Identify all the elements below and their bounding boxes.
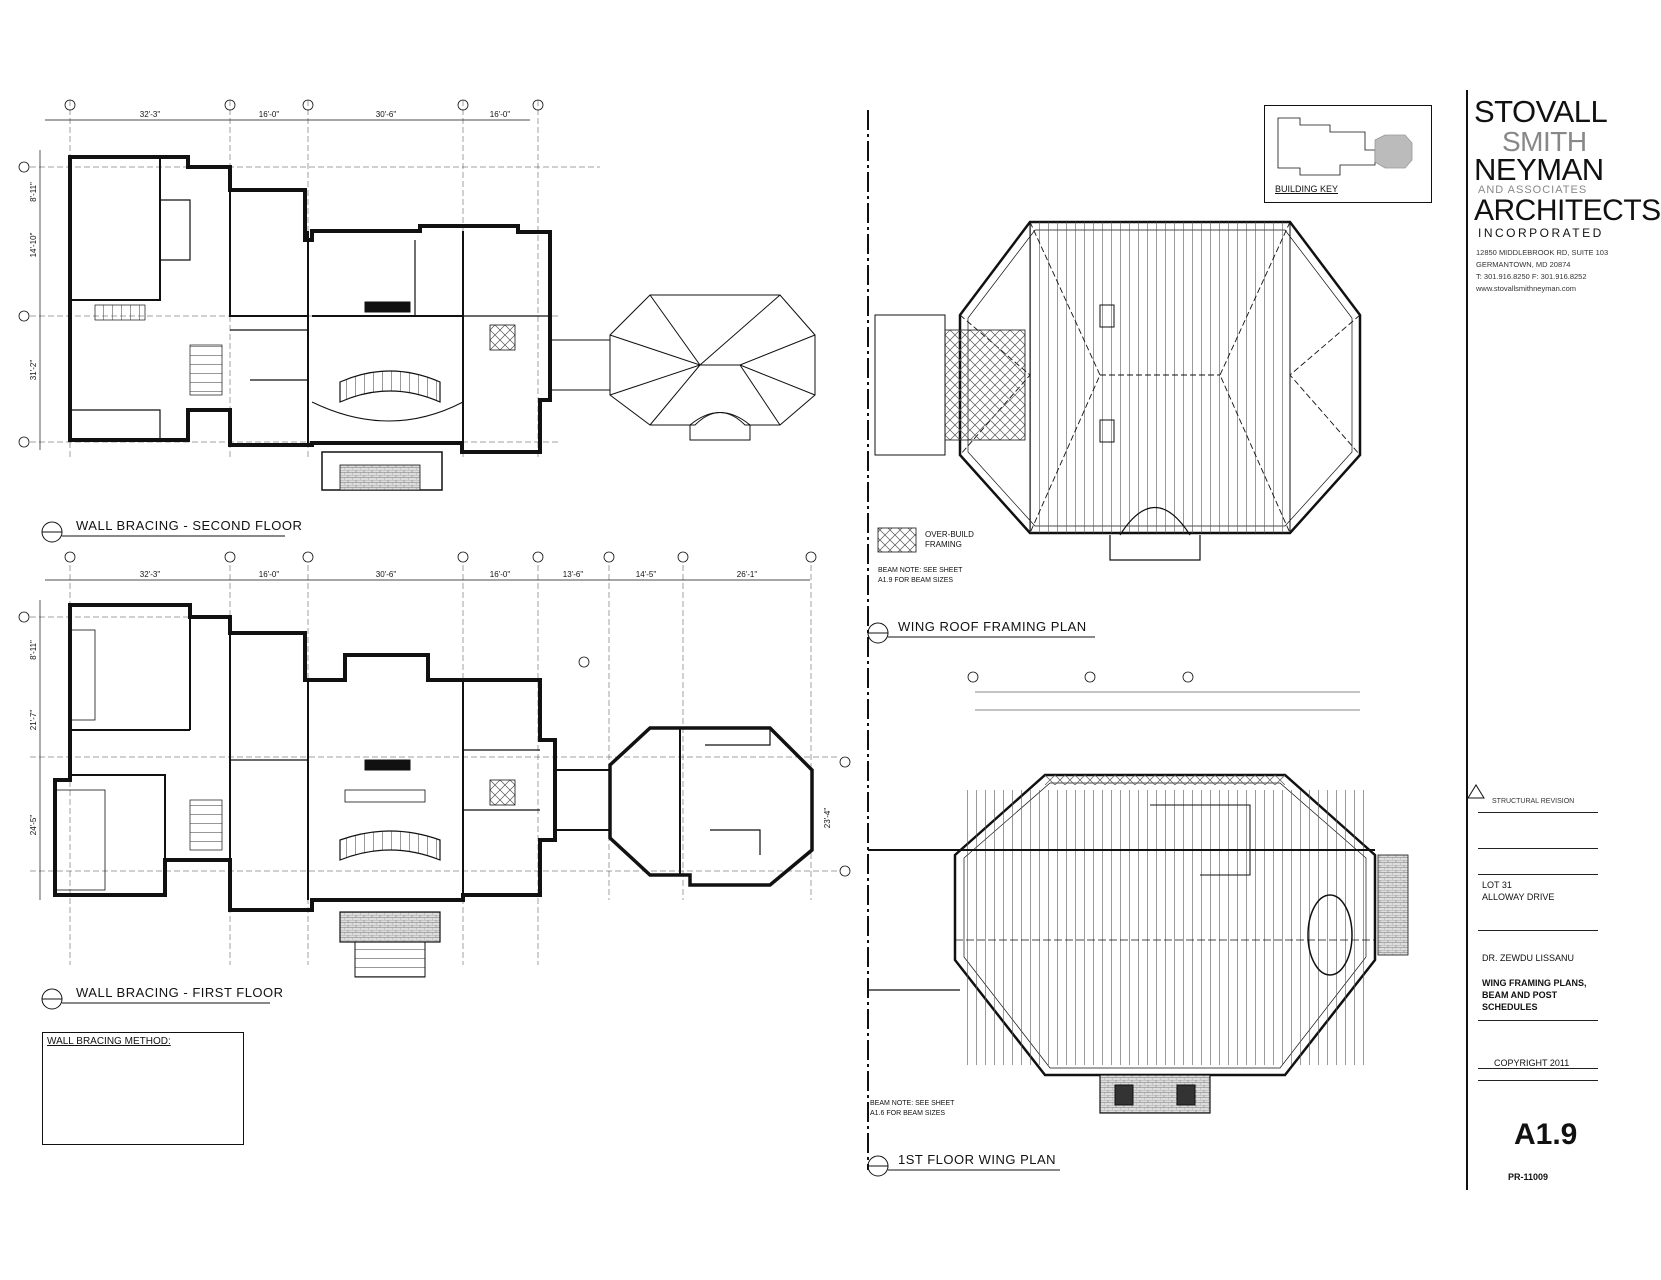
hatch-legend-label: OVER-BUILD <box>925 530 974 539</box>
dim-label: 32'-3" <box>140 570 161 579</box>
dim-label: 13'-6" <box>563 570 584 579</box>
drawing-title: BEAM AND POST <box>1482 990 1558 1000</box>
drawing-title: WING FRAMING PLANS, <box>1482 978 1587 988</box>
building-key-plan <box>1277 117 1413 176</box>
firm-name-line: ARCHITECTS <box>1474 194 1661 227</box>
view-title-first-floor: WALL BRACING - FIRST FLOOR <box>76 985 284 1000</box>
client-name: DR. ZEWDU LISSANU <box>1482 953 1575 963</box>
second-floor-plan: 32'-3" 16'-0" 30'-6" 16'-0" 8'-11" 14'-1… <box>18 99 600 491</box>
dim-label: 21'-7" <box>29 710 38 731</box>
beam-note: BEAM NOTE: SEE SHEET <box>878 567 963 574</box>
firm-address: 12850 MIDDLEBROOK RD, SUITE 103 <box>1476 248 1609 257</box>
dim-label: 30'-6" <box>376 110 397 119</box>
firm-address: GERMANTOWN, MD 20874 <box>1476 260 1571 269</box>
wing-roof-outline <box>550 294 816 441</box>
dim-label: 8'-11" <box>29 182 38 202</box>
dim-label: 14'-5" <box>636 570 657 579</box>
view-title-markers <box>41 521 1485 1177</box>
dim-label: 32'-3" <box>140 110 161 119</box>
dim-label: 14'-10" <box>29 232 38 257</box>
wall-bracing-legend: WALL BRACING METHOD: <box>42 1032 244 1145</box>
view-title-second-floor: WALL BRACING - SECOND FLOOR <box>76 518 303 533</box>
lot-number: LOT 31 <box>1482 880 1512 890</box>
firm-web: www.stovallsmithneyman.com <box>1476 284 1577 293</box>
copyright: COPYRIGHT 2011 <box>1494 1058 1570 1068</box>
drawing-sheet: 32'-3" 16'-0" 30'-6" 16'-0" 8'-11" 14'-1… <box>18 99 1485 1177</box>
dim-label: 16'-0" <box>490 570 511 579</box>
view-title-wing-roof: WING ROOF FRAMING PLAN <box>898 619 1087 634</box>
dim-label: 24'-5" <box>29 815 38 836</box>
firm-phone: T: 301.916.8250 F: 301.916.8252 <box>1476 272 1587 281</box>
dim-label: 16'-0" <box>490 110 511 119</box>
wing-roof-framing-plan: OVER-BUILD FRAMING BEAM NOTE: SEE SHEET … <box>874 220 1362 584</box>
first-floor-plan: 32'-3" 16'-0" 30'-6" 16'-0" 13'-6" 14'-5… <box>18 551 851 978</box>
building-key: BUILDING KEY <box>1264 105 1432 203</box>
dim-label: 16'-0" <box>259 110 280 119</box>
dim-label: 16'-0" <box>259 570 280 579</box>
legend-title: WALL BRACING METHOD: <box>47 1036 171 1047</box>
title-block: STOVALL SMITH NEYMAN AND ASSOCIATES ARCH… <box>1466 90 1661 1190</box>
dim-label: 23'-4" <box>823 808 832 829</box>
dim-label: 26'-1" <box>737 570 758 579</box>
firm-name-line: SMITH <box>1502 126 1587 157</box>
building-key-label: BUILDING KEY <box>1275 184 1339 194</box>
firm-name-line: AND ASSOCIATES <box>1478 184 1588 196</box>
beam-note: A1.6 FOR BEAM SIZES <box>870 1110 945 1117</box>
beam-note: BEAM NOTE: SEE SHEET <box>870 1100 955 1107</box>
drawing-title: SCHEDULES <box>1482 1002 1538 1012</box>
street-name: ALLOWAY DRIVE <box>1482 892 1555 902</box>
dim-label: 30'-6" <box>376 570 397 579</box>
firm-name-line: NEYMAN <box>1474 152 1604 187</box>
beam-note: A1.9 FOR BEAM SIZES <box>878 577 953 584</box>
hatch-legend-label: FRAMING <box>925 540 962 549</box>
dim-label: 31'-2" <box>29 360 38 381</box>
firm-name-line: INCORPORATED <box>1478 226 1604 240</box>
job-number: PR-11009 <box>1508 1172 1549 1182</box>
view-title-wing-plan: 1ST FLOOR WING PLAN <box>898 1152 1057 1167</box>
dim-label: 8'-11" <box>29 640 38 660</box>
firm-name-line: STOVALL <box>1474 94 1608 129</box>
first-floor-wing-plan: BEAM NOTE: SEE SHEET A1.6 FOR BEAM SIZES <box>868 671 1409 1117</box>
sheet-number: A1.9 <box>1514 1118 1578 1151</box>
revision-label: STRUCTURAL REVISION <box>1492 798 1575 805</box>
